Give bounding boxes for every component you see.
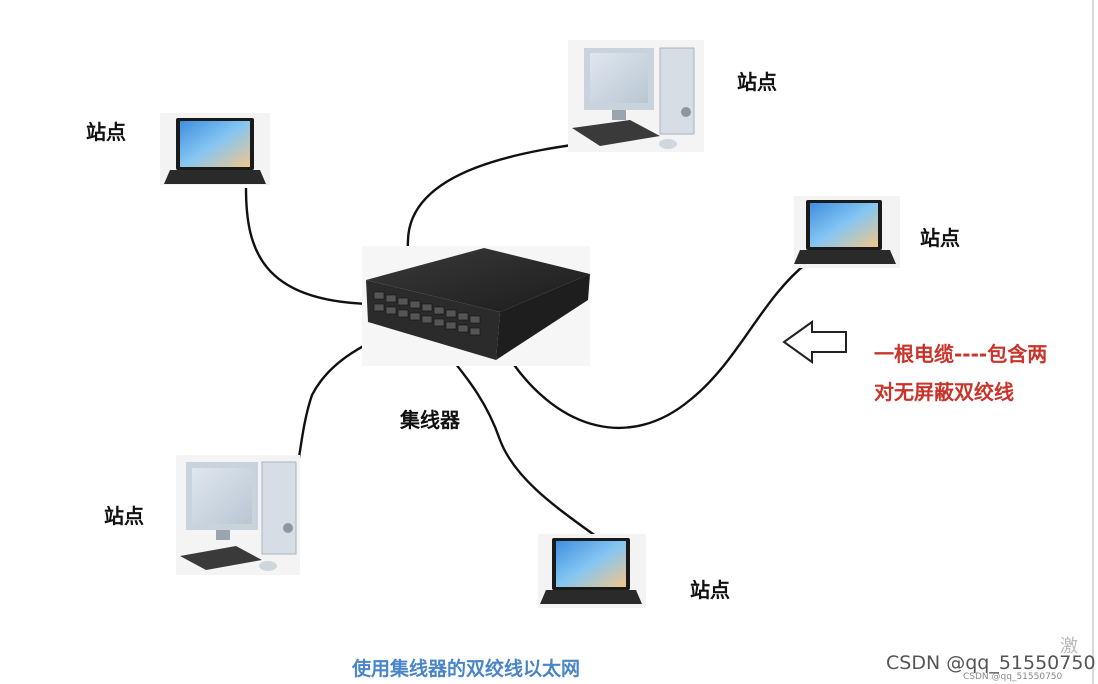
- laptop-icon: [794, 196, 900, 268]
- hub-label: 集线器: [400, 408, 460, 432]
- watermark-small-text: CSDN @qq_51550750: [963, 672, 1063, 682]
- cable-to-right-station: [511, 261, 809, 430]
- watermark-glyph: 激: [1057, 636, 1078, 654]
- laptop-icon: [538, 534, 646, 608]
- desktop-computer-icon: [568, 40, 704, 152]
- network-hub-icon: [362, 246, 590, 366]
- cable-to-bottom-station: [439, 344, 598, 538]
- figure-caption: 使用集线器的双绞线以太网: [352, 658, 581, 680]
- desktop-computer-icon: [176, 455, 300, 575]
- callout-line-2: 对无屏蔽双绞线: [874, 380, 1014, 404]
- station-label-top-left: 站点: [86, 120, 126, 144]
- station-label-top-right: 站点: [737, 70, 777, 94]
- watermark-text: CSDN @qq_51550750: [886, 652, 1096, 674]
- laptop-icon: [160, 113, 270, 185]
- station-label-bottom-left: 站点: [104, 504, 144, 528]
- cable-to-top-left-station: [244, 187, 369, 306]
- station-label-bottom: 站点: [690, 578, 730, 602]
- left-arrow-icon: [782, 320, 847, 364]
- station-label-right: 站点: [920, 226, 960, 250]
- page-right-border: [1092, 0, 1094, 684]
- callout-line-1: 一根电缆----包含两: [874, 342, 1048, 366]
